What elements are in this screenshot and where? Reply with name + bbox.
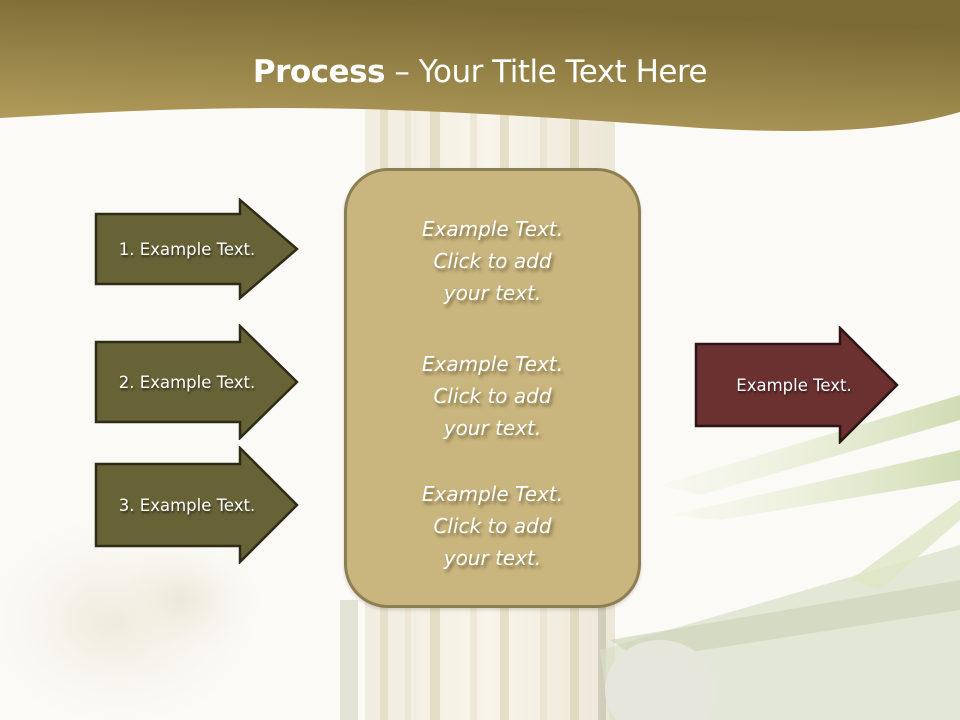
result-arrow-label: Example Text. (736, 375, 852, 395)
text-line: Click to add (433, 249, 552, 273)
text-line: Example Text. (421, 482, 564, 506)
step-arrow-2[interactable]: 2. Example Text. (94, 324, 300, 440)
text-block-2: Example Text. Click to add your text. (347, 348, 638, 444)
step-arrow-label: 3. Example Text. (118, 495, 256, 515)
arrow-right-icon (694, 326, 899, 444)
step-arrow-label: 2. Example Text. (118, 372, 256, 392)
step-arrow-label: 1. Example Text. (118, 239, 256, 259)
text-line: Click to add (433, 384, 552, 408)
title-rest: – Your Title Text Here (385, 54, 708, 90)
result-arrow[interactable]: Example Text. (694, 326, 900, 444)
arrow-right-icon (94, 446, 299, 564)
title-bold: Process (252, 54, 386, 90)
arrow-right-icon (94, 198, 299, 300)
arrow-right-icon (94, 324, 299, 440)
header-wave-shape (0, 0, 960, 132)
text-block-1: Example Text. Click to add your text. (347, 213, 638, 309)
text-block-3: Example Text. Click to add your text. (347, 478, 638, 574)
header-band (0, 0, 960, 140)
step-arrow-1[interactable]: 1. Example Text. (94, 198, 300, 300)
step-arrow-3[interactable]: 3. Example Text. (94, 446, 300, 564)
text-line: your text. (443, 546, 542, 570)
slide-title[interactable]: Process – Your Title Text Here (0, 54, 960, 90)
text-line: Click to add (433, 514, 552, 538)
text-line: your text. (443, 416, 542, 440)
text-line: your text. (443, 281, 542, 305)
text-line: Example Text. (421, 217, 564, 241)
center-content-box[interactable]: Example Text. Click to add your text. Ex… (344, 168, 641, 608)
text-line: Example Text. (421, 352, 564, 376)
